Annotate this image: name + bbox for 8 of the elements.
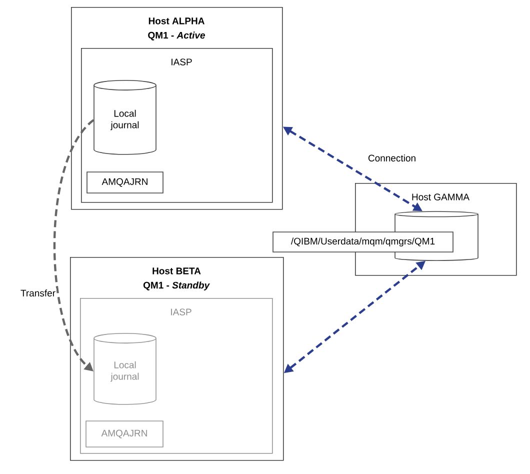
arrow	[53, 119, 94, 372]
path-box: /QIBM/Userdata/mqm/qmgrs/QM1	[272, 232, 454, 252]
edge-label: Connection	[366, 154, 418, 162]
journal-cylinder: Local journal	[94, 80, 156, 155]
journal-cylinder: Local journal	[94, 332, 156, 405]
edge-label: Transfer	[20, 288, 56, 298]
name-box: AMQAJRN	[86, 420, 164, 448]
name-box: AMQAJRN	[86, 172, 164, 194]
